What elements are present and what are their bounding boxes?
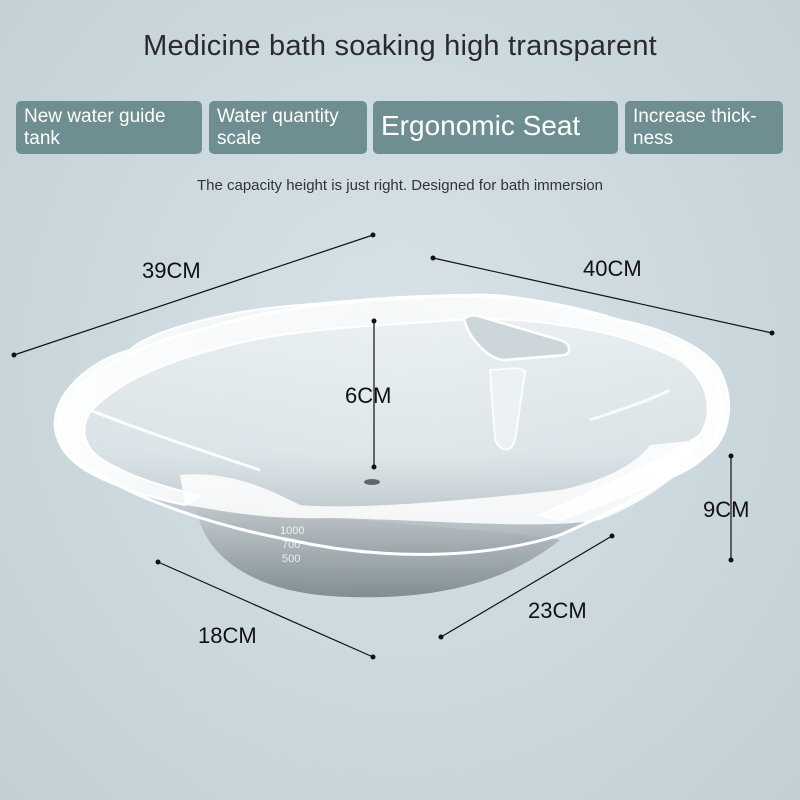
dim-label-6cm: 6CM — [345, 383, 391, 408]
dim-line-18cm — [157, 561, 374, 658]
dim-label-9cm: 9CM — [703, 497, 749, 522]
dimension-endpoints — [11, 232, 775, 660]
feature-tag-label: Ergonomic Seat — [381, 110, 581, 141]
dim-label-18cm: 18CM — [198, 623, 257, 648]
page-title: Medicine bath soaking high transparent — [143, 30, 657, 62]
scale-mark-700: 700 — [282, 539, 300, 551]
feature-tag-ergonomic-seat: Ergonomic Seat — [373, 101, 618, 154]
scale-mark-500: 500 — [282, 553, 300, 565]
water-guide-tank — [488, 367, 527, 451]
subtitle: The capacity height is just right. Desig… — [196, 177, 604, 194]
feature-tag-increase-thickness: Increase thick-ness — [625, 101, 783, 154]
feature-tag-label: Water quantity scale — [217, 106, 339, 149]
dim-line-39cm — [13, 234, 374, 356]
dim-line-23cm — [440, 535, 613, 638]
feature-tag-label: New water guide tank — [24, 106, 166, 149]
dim-label-23cm: 23CM — [528, 598, 587, 623]
feature-tag-label: Increase thick-ness — [633, 106, 757, 149]
feature-tag-water-guide-tank: New water guide tank — [16, 101, 202, 154]
dim-label-39cm: 39CM — [142, 258, 201, 283]
scale-mark-1000: 1000 — [280, 525, 304, 537]
dimension-lines — [13, 234, 773, 658]
feature-tag-water-quantity-scale: Water quantity scale — [209, 101, 367, 154]
ergonomic-seat — [180, 440, 700, 525]
dim-label-40cm: 40CM — [583, 256, 642, 281]
drain-hole — [364, 479, 380, 485]
handle-slot — [463, 314, 571, 362]
dim-line-40cm — [432, 257, 773, 334]
